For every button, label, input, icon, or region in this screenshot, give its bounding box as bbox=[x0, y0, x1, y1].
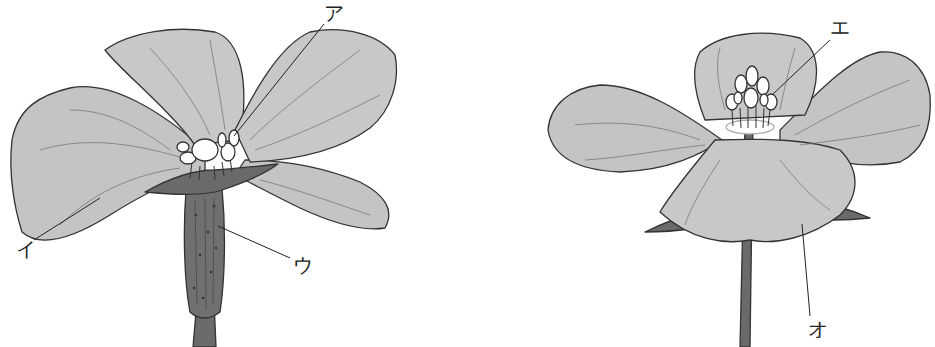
ovary bbox=[184, 188, 224, 318]
petal bbox=[660, 139, 855, 241]
part-label: ア bbox=[322, 2, 346, 24]
petal-veins bbox=[575, 48, 920, 225]
left-flower bbox=[11, 24, 397, 347]
part-label: オ bbox=[806, 318, 830, 340]
stamens bbox=[177, 130, 239, 180]
leader-line bbox=[772, 40, 830, 95]
part-label: ウ bbox=[291, 254, 315, 276]
petal-veins bbox=[40, 40, 380, 225]
part-label: イ bbox=[14, 238, 38, 260]
leader-line bbox=[234, 24, 324, 136]
right-flower bbox=[548, 33, 930, 347]
petal bbox=[105, 29, 244, 145]
ovary-lines bbox=[195, 198, 214, 310]
pistil bbox=[192, 139, 218, 161]
sepal bbox=[145, 164, 278, 194]
petal bbox=[235, 30, 396, 162]
part-label: エ bbox=[828, 16, 852, 38]
leader-line bbox=[34, 198, 100, 240]
pistil bbox=[744, 88, 758, 108]
petal bbox=[548, 85, 722, 172]
leader-line bbox=[218, 226, 290, 258]
leader-line bbox=[802, 224, 810, 316]
stamens bbox=[726, 66, 777, 128]
